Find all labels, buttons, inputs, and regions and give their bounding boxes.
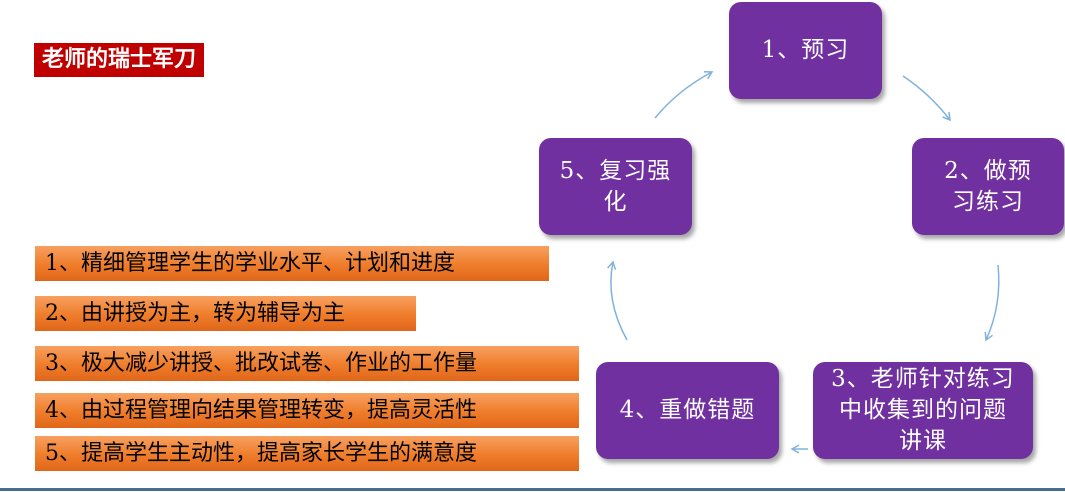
cycle-step-4-label: 4、重做错题	[619, 397, 756, 423]
cycle-step-2-label: 2、做预习练习	[944, 157, 1032, 215]
cycle-step-5-label: 5、复习强化	[559, 157, 672, 215]
cycle-step-4-redo-mistakes: 4、重做错题	[596, 362, 779, 459]
benefit-item: 4、由过程管理向结果管理转变，提高灵活性	[35, 393, 579, 428]
arrow-step1-to-step2	[902, 75, 951, 122]
benefit-item: 2、由讲授为主，转为辅导为主	[35, 296, 416, 331]
cycle-step-3-label: 3、老师针对练习中收集到的问题讲课	[831, 366, 1015, 454]
arrow-step5-to-step1	[654, 70, 714, 119]
cycle-step-3-teacher-lecture: 3、老师针对练习中收集到的问题讲课	[813, 362, 1033, 459]
cycle-step-5-review: 5、复习强化	[539, 138, 692, 235]
arrow-step2-to-step3	[984, 264, 1000, 342]
slide-title: 老师的瑞士军刀	[34, 43, 205, 77]
arrow-step4-to-step5	[607, 260, 628, 341]
cycle-step-2-preview-exercise: 2、做预习练习	[912, 138, 1064, 235]
bottom-divider	[0, 488, 1065, 491]
cycle-step-1-preview: 1、预习	[729, 2, 882, 99]
benefit-item: 5、提高学生主动性，提高家长学生的满意度	[35, 436, 579, 471]
benefit-item: 3、极大减少讲授、批改试卷、作业的工作量	[35, 346, 579, 381]
cycle-step-1-label: 1、预习	[761, 37, 850, 63]
benefit-item: 1、精细管理学生的学业水平、计划和进度	[35, 246, 549, 281]
